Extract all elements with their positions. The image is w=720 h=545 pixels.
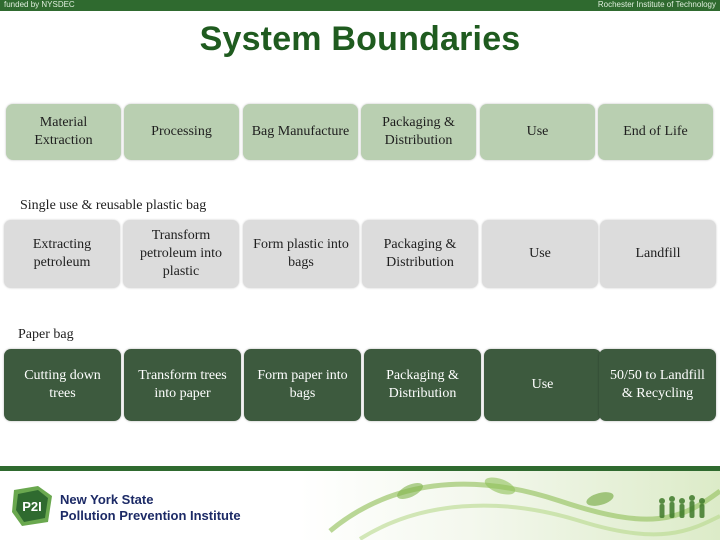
plastic-step-use: Use: [482, 220, 598, 288]
nys-p2i-logo: P2I New York State Pollution Prevention …: [8, 482, 258, 530]
logo-line-institute: Pollution Prevention Institute: [60, 508, 241, 523]
stage-packaging-distribution: Packaging & Distribution: [361, 104, 476, 160]
stage-bag-manufacture: Bag Manufacture: [243, 104, 358, 160]
paper-step-end-of-life: 50/50 to Landfill & Recycling: [599, 349, 716, 421]
stage-end-of-life: End of Life: [598, 104, 713, 160]
paper-step-form: Form paper into bags: [244, 349, 361, 421]
institute-text: Rochester Institute of Technology: [597, 0, 716, 9]
stage-use: Use: [480, 104, 595, 160]
paper-step-transform: Transform trees into paper: [124, 349, 241, 421]
leaf-swirl-icon: [328, 477, 720, 541]
stage-material-extraction: Material Extraction: [6, 104, 121, 160]
paper-step-cutting: Cutting down trees: [4, 349, 121, 421]
plastic-step-extracting: Extracting petroleum: [4, 220, 120, 288]
plastic-step-landfill: Landfill: [600, 220, 716, 288]
plastic-step-form: Form plastic into bags: [243, 220, 359, 288]
paper-step-use: Use: [484, 349, 601, 421]
paper-section-label: Paper bag: [18, 327, 74, 342]
paper-step-packaging: Packaging & Distribution: [364, 349, 481, 421]
top-banner: funded by NYSDEC Rochester Institute of …: [0, 0, 720, 11]
plastic-step-transform: Transform petroleum into plastic: [123, 220, 239, 288]
footer-leaf-decoration: [300, 471, 720, 541]
slide-title: System Boundaries: [199, 20, 521, 58]
p2i-badge-icon: P2I: [12, 486, 52, 526]
footer-divider: [0, 466, 720, 471]
plastic-section-label: Single use & reusable plastic bag: [20, 198, 207, 213]
stage-processing: Processing: [124, 104, 239, 160]
funder-text: funded by NYSDEC: [4, 0, 75, 9]
p2i-badge-text: P2I: [22, 499, 42, 514]
plastic-step-packaging: Packaging & Distribution: [362, 220, 478, 288]
logo-line-new-york-state: New York State: [60, 492, 154, 507]
